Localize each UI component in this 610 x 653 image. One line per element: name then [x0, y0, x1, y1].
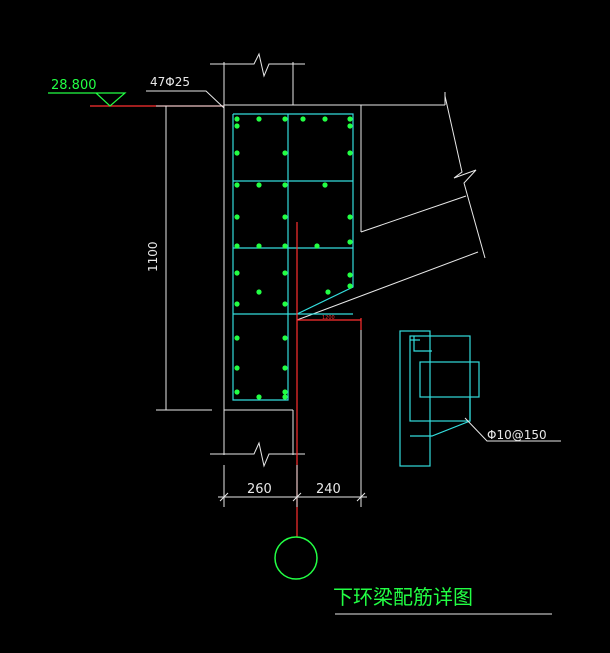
- stirrup-frame: [232, 113, 354, 401]
- dimension-width: [218, 330, 367, 507]
- rebar-dot: [322, 182, 328, 188]
- rebar-dot: [347, 214, 353, 220]
- dimension-right-label: 240: [316, 482, 341, 497]
- rebar-dot: [282, 270, 288, 276]
- rebar-dot: [234, 214, 240, 220]
- rebar-main-label: 47Φ25: [150, 75, 190, 89]
- dimension-height: [156, 105, 224, 411]
- rebar-dot: [347, 283, 353, 289]
- dimension-height-label: 1100: [146, 241, 160, 272]
- rebar-dot: [256, 182, 262, 188]
- rebar-dot: [234, 243, 240, 249]
- rebar-dot: [256, 116, 262, 122]
- rebar-dot: [256, 243, 262, 249]
- rebar-dot: [234, 123, 240, 129]
- rebar-dot: [282, 150, 288, 156]
- rebar-dot: [234, 270, 240, 276]
- elevation-label: 28.800: [51, 78, 97, 93]
- rebar-dot: [282, 389, 288, 395]
- rebar-dot: [282, 335, 288, 341]
- rebar-dot: [300, 116, 306, 122]
- rebar-dot: [234, 150, 240, 156]
- stirrup-callout-leader: [464, 417, 561, 442]
- rebar-dots: [234, 116, 353, 400]
- rebar-dot: [282, 365, 288, 371]
- dimension-left-label: 260: [247, 482, 272, 497]
- stirrup-label: Φ10@150: [487, 428, 547, 442]
- rebar-dot: [347, 150, 353, 156]
- rebar-dot: [322, 116, 328, 122]
- upper-column-stub: [210, 52, 305, 105]
- drawing-title: 下环梁配筋详图: [333, 585, 473, 609]
- axis-bubble: [274, 536, 318, 580]
- beam-outline: [223, 92, 479, 455]
- rebar-dot: [234, 335, 240, 341]
- rebar-dot: [325, 289, 331, 295]
- lower-column-break-line: [210, 441, 305, 468]
- rebar-dot: [256, 394, 262, 400]
- rebar-dot: [314, 243, 320, 249]
- rebar-dot: [282, 243, 288, 249]
- rebar-dot: [282, 182, 288, 188]
- slab-break-line: [444, 95, 486, 259]
- rebar-dot: [347, 123, 353, 129]
- rebar-dot: [347, 116, 353, 122]
- rebar-dot: [234, 301, 240, 307]
- rebar-dot: [256, 289, 262, 295]
- rebar-dot: [282, 301, 288, 307]
- rebar-dot: [234, 116, 240, 122]
- rebar-dot: [282, 214, 288, 220]
- rebar-dot: [234, 182, 240, 188]
- rebar-dot: [282, 116, 288, 122]
- rebar-callout: 47Φ25: [146, 75, 225, 109]
- rebar-dot: [234, 365, 240, 371]
- rebar-dot: [282, 394, 288, 400]
- rebar-dot: [347, 272, 353, 278]
- elevation-marker: 28.800: [48, 78, 224, 107]
- dimension-small-label: 1200: [322, 315, 335, 321]
- rebar-dot: [234, 389, 240, 395]
- stirrup-schematic: [399, 330, 480, 467]
- rebar-dot: [347, 239, 353, 245]
